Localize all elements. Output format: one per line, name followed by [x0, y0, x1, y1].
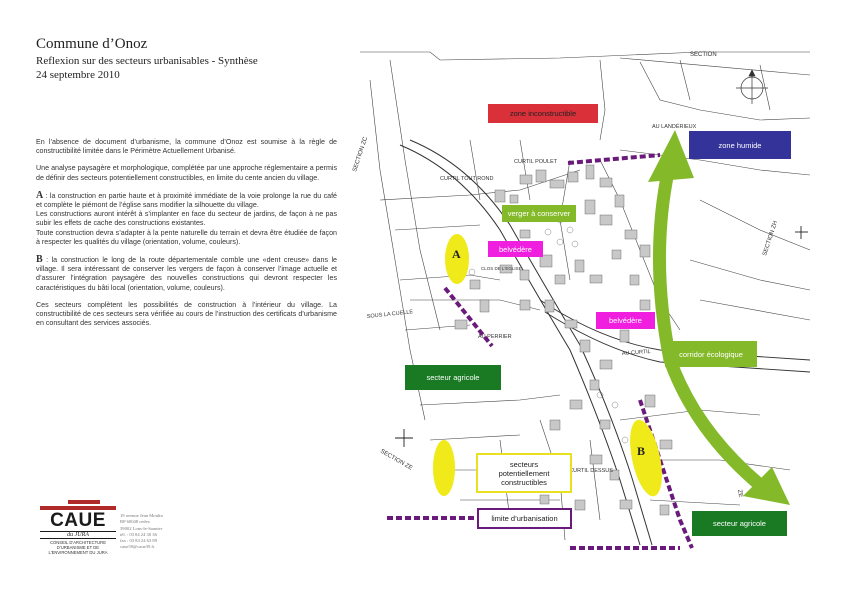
label-zone-inconstructible: zone inconstructible: [488, 104, 598, 123]
place-curtil-poulet: CURTIL POULET: [514, 159, 558, 165]
map-buildings: [454, 164, 673, 516]
address-line: 39002 Lons-le-Saunier: [120, 525, 163, 531]
label-belvedere-2: belvédère: [596, 312, 655, 329]
urbanisation-limit-lines: [387, 153, 694, 550]
sector-a-text-3: Toute construction devra s’adapter à la …: [36, 228, 337, 246]
page-date: 24 septembre 2010: [36, 69, 120, 81]
label-verger: verger à conserver: [502, 205, 576, 222]
legend-limite-urbanisation: limite d’urbanisation: [477, 508, 572, 529]
constructible-zones: [433, 234, 662, 497]
logo-bar: [40, 506, 116, 510]
label-corridor-ecologique: corridor écologique: [665, 341, 757, 367]
place-curtil-tout-rond: CURTIL TOUT ROND: [440, 176, 494, 182]
sector-a-text-2: Les constructions auront intérêt à s’imp…: [36, 210, 337, 228]
paragraph-sector-b: B : la construction le long de la route …: [36, 255, 337, 293]
legend-secteurs-constructibles: secteurs potentiellement constructibles: [476, 453, 572, 493]
logo-sub: du JURA: [40, 531, 116, 539]
place-sous-la-cuelle: SOUS LA CUELLE: [367, 309, 414, 320]
sector-b-letter: B: [36, 254, 43, 266]
legend-yellow-zone: [433, 440, 455, 496]
label-zone-humide: zone humide: [689, 131, 791, 159]
sector-b-text: : la construction le long de la route dé…: [36, 256, 337, 292]
page-title: Commune d’Onoz: [36, 36, 148, 52]
paragraph-analysis: Une analyse paysagère et morphologique, …: [36, 164, 337, 182]
marker-a: A: [452, 247, 461, 261]
legend-pc-line-3: constructibles: [501, 477, 547, 487]
legend-pc-line-2: potentiellement: [498, 468, 550, 478]
paragraph-intro: En l’absence de document d’urbanisme, la…: [36, 138, 337, 156]
zone-b: [630, 419, 662, 497]
address-line: fax : 03 84 24 63 89: [120, 538, 158, 544]
address-block: 19 avenue Jean Moulin BP 60048 cedex 390…: [120, 513, 163, 551]
place-au-perrier: AU PERRIER: [478, 334, 512, 340]
cross-marks: [395, 226, 808, 447]
logo-desc-line: CONSEIL D'ARCHITECTURE: [49, 540, 107, 545]
description-text: En l’absence de document d’urbanisme, la…: [36, 138, 337, 336]
address-line: 19 avenue Jean Moulin: [120, 513, 163, 518]
logo-desc-line: L'ENVIRONNEMENT DU JURA: [48, 550, 108, 555]
logo-desc-line: D'URBANISME ET DE: [56, 545, 100, 550]
legend-pc-line-1: secteurs: [509, 459, 539, 469]
address-line: BP 60048 cedex: [120, 519, 150, 525]
label-secteur-agricole-2: secteur agricole: [692, 511, 787, 536]
place-ze-label: ZE: [736, 489, 743, 498]
logo-bar: [68, 500, 100, 504]
paragraph-conclusion: Ces secteurs complètent les possibilités…: [36, 300, 337, 328]
place-au-curtil: AU CURTIL: [622, 349, 651, 357]
place-section-ze: SECTION ZE: [379, 449, 413, 472]
logo-word: CAUE: [50, 510, 106, 531]
page-subtitle: Reflexion sur des secteurs urbanisables …: [36, 55, 258, 67]
zone-a: [445, 234, 469, 284]
address-line: tél. : 03 84 24 30 36: [120, 531, 157, 537]
place-section-zc: SECTION ZC: [352, 136, 369, 173]
place-clos-eglise: CLOS DE L'EGLISE: [481, 266, 522, 271]
paragraph-sector-a: A : la construction en partie haute et à…: [36, 189, 337, 247]
place-au-curtil-dessus: AU CURTIL DESSUS: [560, 468, 613, 474]
label-secteur-agricole-1: secteur agricole: [405, 365, 501, 390]
place-section-zh: SECTION ZH: [762, 220, 779, 256]
sector-a-letter: A: [36, 189, 44, 201]
caue-logo: CAUE du JURA CONSEIL D'ARCHITECTURE D'UR…: [40, 500, 116, 562]
label-belvedere-1: belvédère: [488, 241, 543, 257]
marker-b: B: [637, 444, 646, 458]
sector-a-text-1: : la construction en partie haute et à p…: [36, 191, 337, 210]
address-line: caue39@caue39.fr: [120, 544, 155, 550]
place-section-top: SECTION: [690, 52, 717, 58]
north-arrow-icon: [736, 69, 768, 104]
logo-description: CONSEIL D'ARCHITECTURE D'URBANISME ET DE…: [40, 540, 116, 555]
place-au-landerieux: AU LANDÉRIEUX: [652, 123, 697, 130]
